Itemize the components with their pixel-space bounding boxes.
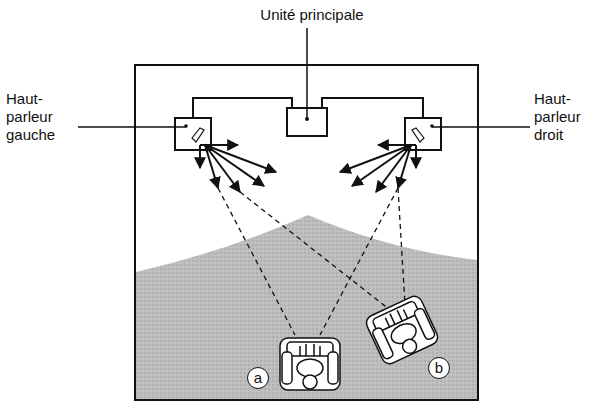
armchair [280,338,340,390]
callout-letter: b [428,357,450,379]
callout-letter: a [247,367,269,389]
leader-line [306,28,308,118]
armchair [364,294,440,366]
sound-arrows [200,145,416,192]
speaker-label: Haut-parleur gauche [6,90,76,144]
speaker-label: Haut-parleur droit [534,90,604,144]
unit-label: Unité principale [252,6,372,24]
listening-area [136,215,477,399]
leader-line [432,126,530,128]
leader-line [78,126,186,128]
